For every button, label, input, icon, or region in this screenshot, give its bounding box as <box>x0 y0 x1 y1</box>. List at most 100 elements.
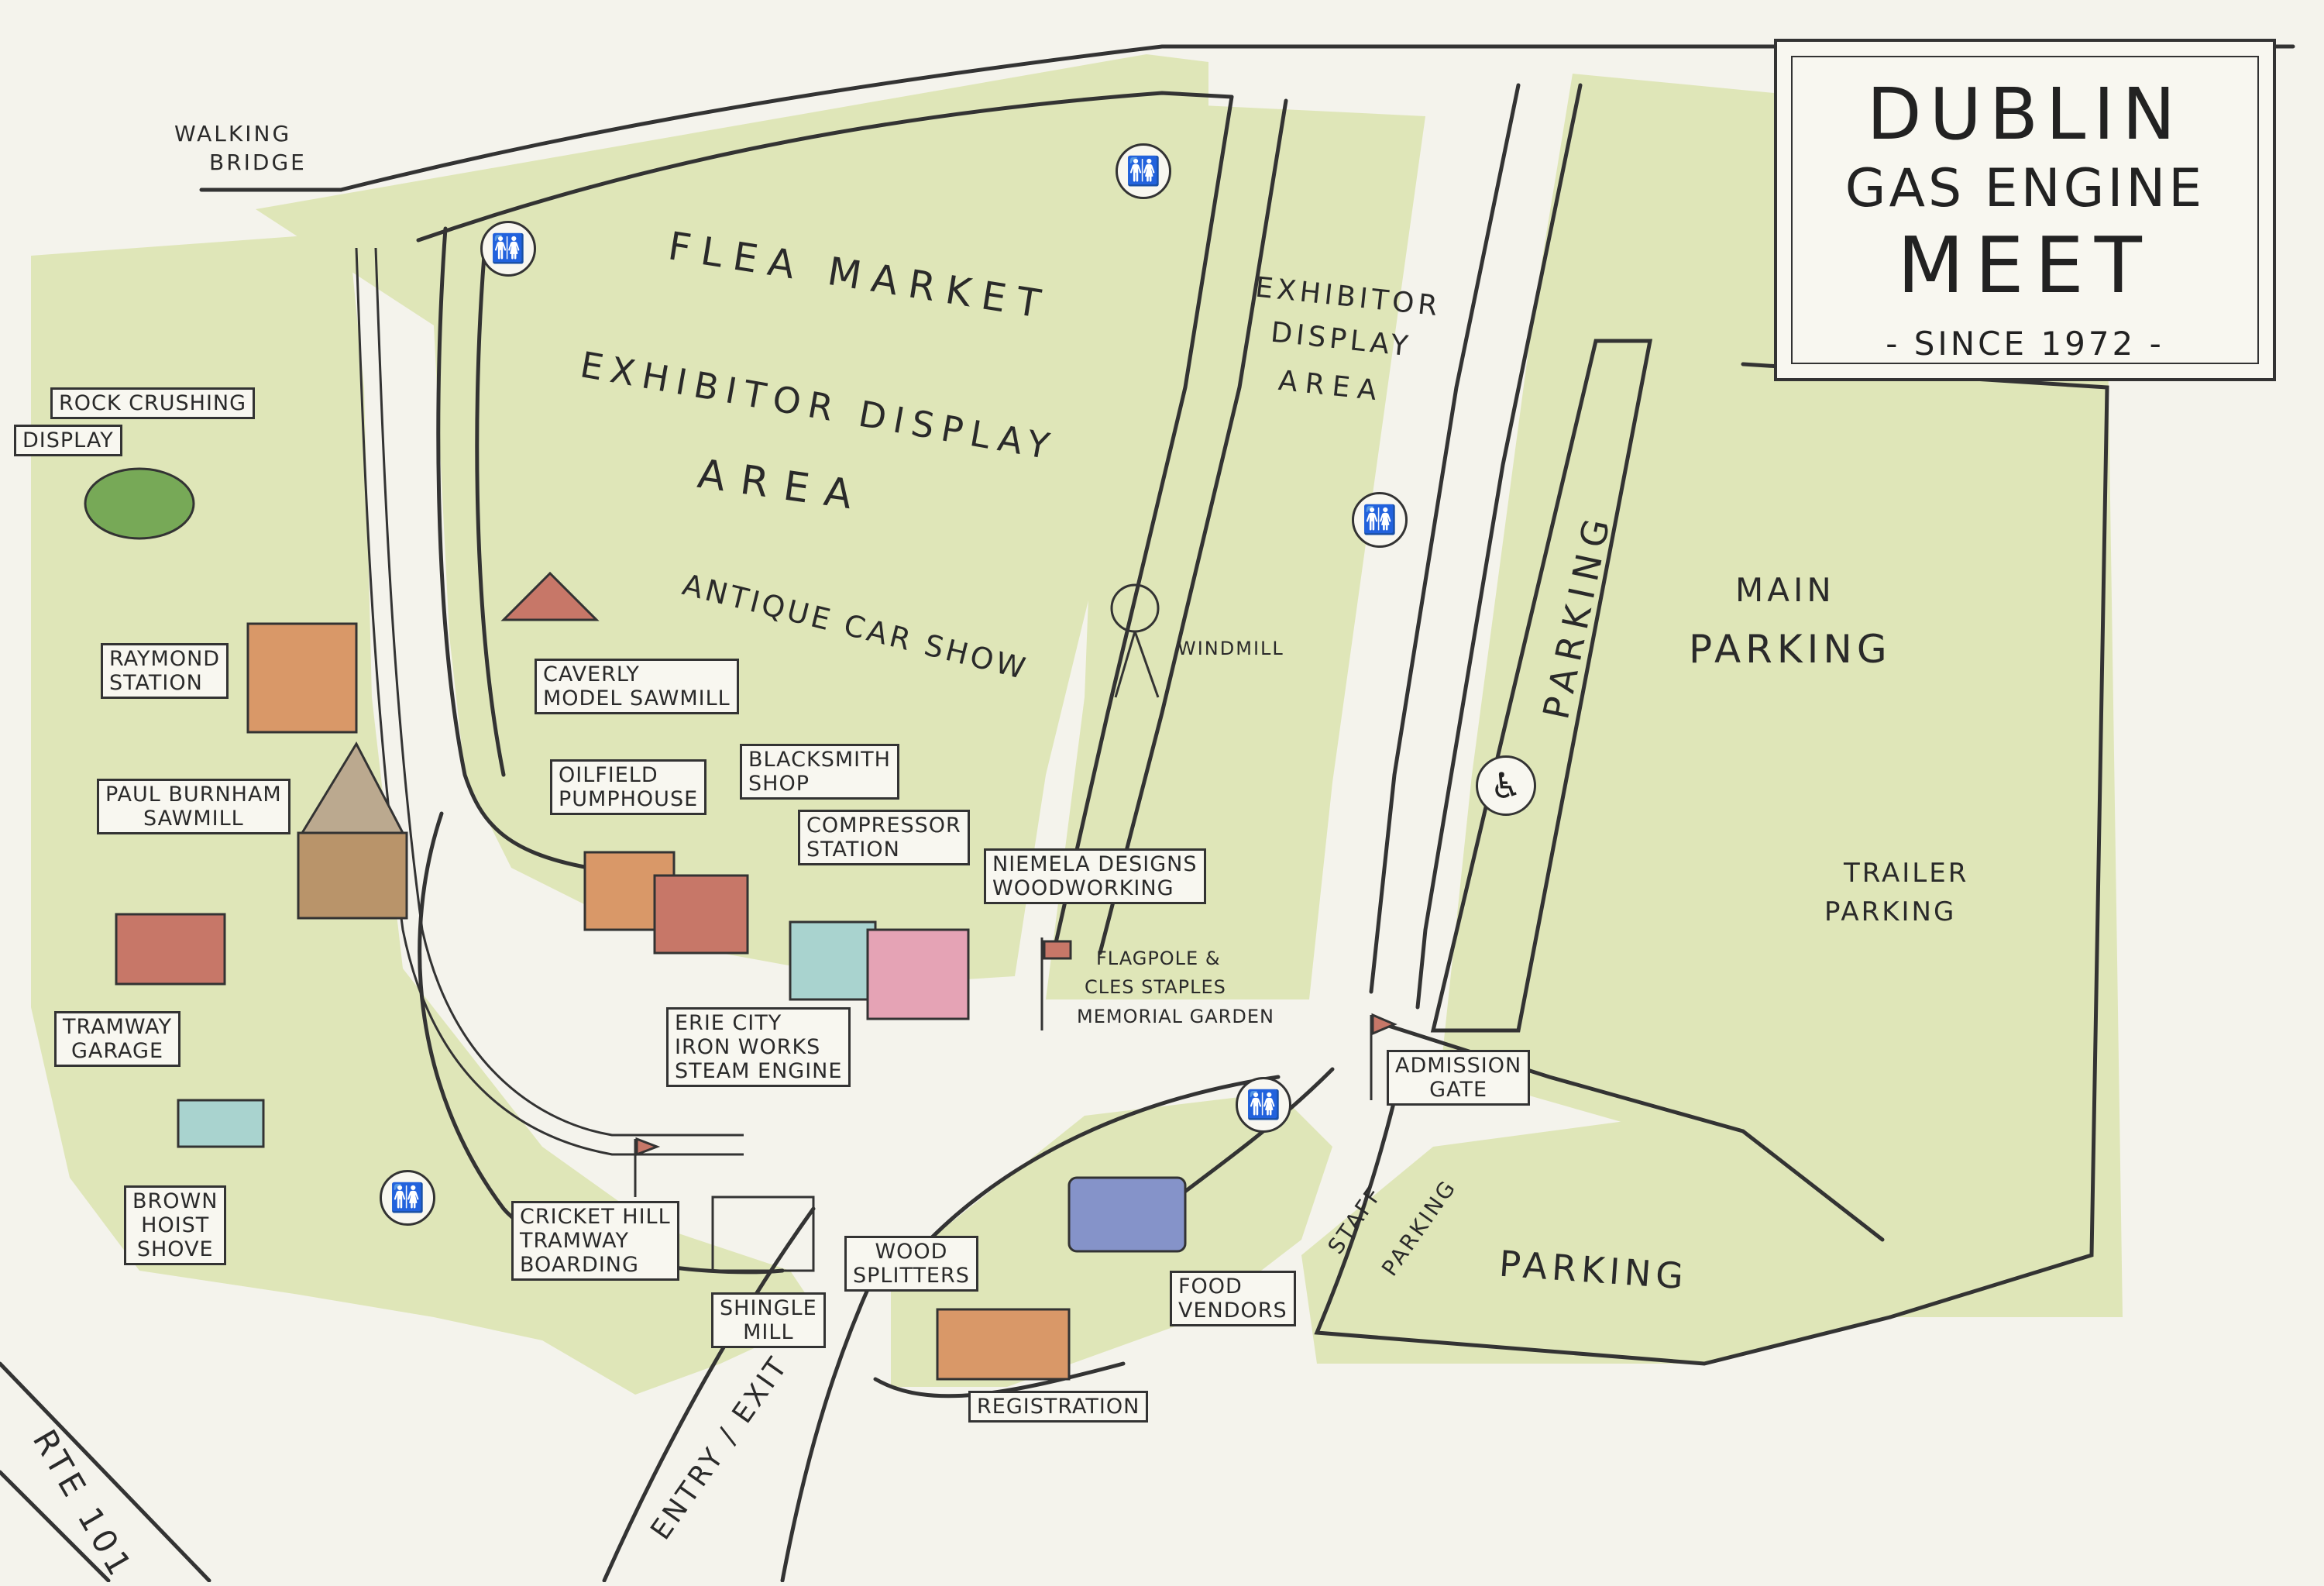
paul-burnham-sawmill-base <box>297 831 408 920</box>
shingle-line-1: SHINGLE <box>720 1296 817 1320</box>
food-line-1: FOOD <box>1178 1275 1243 1299</box>
food-line-2: VENDORS <box>1178 1299 1287 1323</box>
cricket-line-3: BOARDING <box>520 1253 639 1278</box>
label-raymond-station: RAYMOND STATION <box>101 643 229 700</box>
erie-line-1: ERIE CITY <box>675 1011 782 1035</box>
caverly-line-1: CAVERLY <box>543 662 640 686</box>
label-oilfield-pumphouse: OILFIELD PUMPHOUSE <box>550 759 707 816</box>
oilfield-line-2: PUMPHOUSE <box>559 787 699 812</box>
center-field <box>1046 101 1425 999</box>
label-walking-bridge-2: BRIDGE <box>209 150 307 175</box>
restroom-icon: 🚻 <box>1116 143 1171 199</box>
compressor-line-1: COMPRESSOR <box>806 814 961 838</box>
rte101-b <box>0 1470 111 1582</box>
label-registration: REGISTRATION <box>968 1391 1149 1423</box>
east-road-east <box>1415 83 1583 1010</box>
windmill <box>1110 583 1160 698</box>
label-paul-burnham-sawmill: PAUL BURNHAM SAWMILL <box>97 779 290 835</box>
rte101-a <box>0 1361 211 1582</box>
upper-field <box>256 54 1208 984</box>
title-box: DUBLIN GAS ENGINE MEET - SINCE 1972 - <box>1774 39 2276 381</box>
east-road-west <box>1369 83 1521 994</box>
restroom-icon: 🚻 <box>380 1170 435 1226</box>
label-main-parking-1: MAIN <box>1735 571 1835 609</box>
admission-line-2: GATE <box>1429 1078 1488 1103</box>
erie-line-2: IRON WORKS <box>675 1035 821 1060</box>
niemela-line-1: NIEMELA DESIGNS <box>992 852 1198 876</box>
brown-hoist-shovel <box>177 1099 265 1148</box>
niemela-line-2: WOODWORKING <box>992 876 1174 901</box>
entry-road-west <box>602 1206 816 1582</box>
label-shingle-mill: SHINGLE MILL <box>711 1292 826 1349</box>
title-since: - SINCE 1972 - <box>1886 325 2164 363</box>
label-compressor-station: COMPRESSOR STATION <box>798 810 970 866</box>
shingle-line-2: MILL <box>743 1320 794 1345</box>
raymond-line-1: RAYMOND <box>109 647 221 671</box>
tramway-garage-line-1: TRAMWAY <box>63 1015 173 1039</box>
brown-hoist-line-1: BROWN <box>132 1189 218 1213</box>
registration-building <box>936 1308 1071 1381</box>
label-niemela-woodworking: NIEMELA DESIGNS WOODWORKING <box>984 848 1206 905</box>
paul-burnham-line-2: SAWMILL <box>143 807 244 831</box>
cricket-line-1: CRICKET HILL <box>520 1205 671 1229</box>
tramway-garage-line-2: GARAGE <box>70 1039 164 1064</box>
label-rock-crushing-display: DISPLAY <box>14 425 122 457</box>
label-trailer-parking-1: TRAILER <box>1844 858 1969 889</box>
label-windmill: WINDMILL <box>1177 638 1284 659</box>
loop-road-west <box>436 226 591 870</box>
north-road-bottom <box>416 91 1234 243</box>
paul-burnham-line-1: PAUL BURNHAM <box>105 783 282 807</box>
food-truck <box>1067 1176 1187 1253</box>
label-admission-gate: ADMISSION GATE <box>1387 1050 1531 1106</box>
buildings <box>84 467 1187 1381</box>
entry-loop <box>927 1075 1281 1242</box>
cricket-line-2: TRAMWAY <box>520 1229 630 1254</box>
label-erie-city-iron-works: ERIE CITY IRON WORKS STEAM ENGINE <box>666 1007 851 1088</box>
tractor <box>84 467 195 540</box>
wheelchair-accessible-icon: ♿ <box>1476 755 1536 816</box>
label-brown-hoist-shovel: BROWN HOIST SHOVE <box>124 1185 227 1266</box>
shingle-mill-shed <box>711 1196 815 1272</box>
east-field <box>1441 74 2123 1317</box>
compressor-line-2: STATION <box>806 838 900 862</box>
oilfield-line-1: OILFIELD <box>559 763 658 787</box>
label-flagpole-1: FLAGPOLE & <box>1096 948 1221 969</box>
title-inner-frame <box>1791 56 2259 364</box>
title-meet: MEET <box>1897 220 2153 311</box>
label-walking-bridge-1: WALKING <box>174 121 292 146</box>
label-rock-crushing: ROCK CRUSHING <box>50 387 256 420</box>
staff-loop <box>1314 1098 1893 1366</box>
brown-hoist-line-2: HOIST <box>141 1213 210 1238</box>
parking-lower-field <box>1301 1116 1890 1364</box>
restroom-icon: 🚻 <box>1352 492 1408 548</box>
label-caverly-model-sawmill: CAVERLY MODEL SAWMILL <box>535 659 739 715</box>
title-gas-engine: GAS ENGINE <box>1844 158 2205 219</box>
blacksmith-shop-building <box>653 874 749 955</box>
label-flagpole-3: MEMORIAL GARDEN <box>1077 1006 1274 1027</box>
label-trailer-parking-2: PARKING <box>1824 896 1957 927</box>
north-road-top <box>339 44 2295 192</box>
loop-road-inner <box>475 253 506 777</box>
caverly-line-2: MODEL SAWMILL <box>543 686 731 711</box>
brown-hoist-line-3: SHOVE <box>136 1237 214 1262</box>
label-tramway-garage: TRAMWAY GARAGE <box>54 1011 181 1068</box>
label-blacksmith-shop: BLACKSMITH SHOP <box>740 744 899 800</box>
raymond-line-2: STATION <box>109 671 203 696</box>
label-main-parking-2: PARKING <box>1689 627 1892 672</box>
blacksmith-line-1: BLACKSMITH <box>748 748 891 772</box>
raymond-station-building <box>246 622 358 734</box>
admission-line-1: ADMISSION <box>1395 1054 1522 1078</box>
title-dublin: DUBLIN <box>1866 73 2184 156</box>
blacksmith-line-2: SHOP <box>748 772 810 796</box>
flags <box>634 937 1397 1197</box>
label-food-vendors: FOOD VENDORS <box>1170 1271 1296 1327</box>
label-wood-splitters: WOOD SPLITTERS <box>844 1236 978 1292</box>
label-flagpole-2: CLES STAPLES <box>1085 976 1226 998</box>
compressor-station-building <box>789 920 877 1001</box>
restroom-icon: 🚻 <box>480 221 536 277</box>
rock-crushing-line-1: ROCK CRUSHING <box>59 391 247 415</box>
tramway-garage-building <box>115 913 226 986</box>
wood-line-1: WOOD <box>875 1240 948 1264</box>
caverly-pavilion-roof <box>500 571 600 621</box>
